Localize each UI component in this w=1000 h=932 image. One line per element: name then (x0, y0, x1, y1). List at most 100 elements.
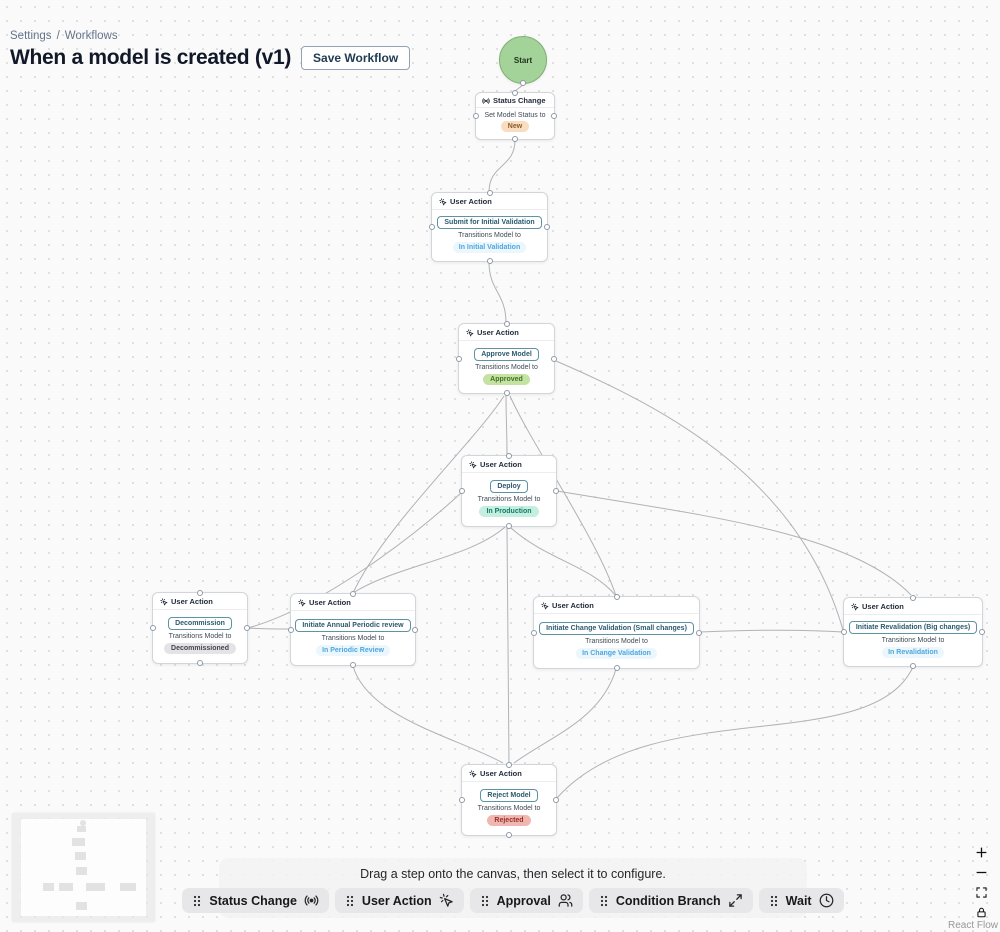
node-handle-left[interactable] (150, 625, 156, 631)
clock-icon (819, 893, 833, 908)
pointer-click-icon (439, 893, 453, 907)
node-handle-bottom[interactable] (506, 523, 512, 529)
save-workflow-button[interactable]: Save Workflow (301, 46, 411, 70)
palette-chip-label: Approval (496, 893, 551, 908)
minimap-node (86, 883, 105, 891)
node-handle-bottom[interactable] (503, 390, 510, 396)
zoom-out-button[interactable] (970, 863, 992, 882)
node-handle-top[interactable] (197, 590, 203, 596)
node-handle-right[interactable] (412, 626, 418, 633)
node-handle-bottom[interactable] (613, 665, 620, 671)
node-decommission[interactable]: User Action Decommission Transitions Mod… (150, 590, 250, 666)
breadcrumb-settings[interactable]: Settings (10, 30, 52, 42)
breadcrumb-workflows[interactable]: Workflows (64, 30, 118, 42)
node-description: Transitions Model to (475, 363, 538, 371)
node-handle-top[interactable] (910, 595, 916, 601)
node-handle-right[interactable] (979, 629, 985, 635)
node-periodic-review[interactable]: User Action Initiate Annual Periodic rev… (288, 591, 418, 668)
node-handle-right[interactable] (544, 224, 550, 230)
breadcrumb: Settings / Workflows (10, 30, 410, 42)
minimap-node (59, 883, 73, 891)
action-button[interactable]: Initiate Annual Periodic review (295, 618, 411, 632)
palette-chip-wait[interactable]: Wait (758, 888, 844, 913)
start-node-handle-bottom[interactable] (520, 80, 526, 86)
node-handle-left[interactable] (459, 488, 465, 494)
node-handle-right[interactable] (244, 625, 250, 631)
node-deploy[interactable]: User Action Deploy Transitions Model to … (459, 453, 559, 529)
node-handle-bottom[interactable] (512, 136, 518, 142)
node-handle-bottom[interactable] (197, 660, 203, 666)
pointer-click-icon (469, 769, 477, 777)
action-button[interactable]: Decommission (168, 617, 232, 630)
node-reject-model[interactable]: User Action Reject Model Transitions Mod… (459, 762, 559, 838)
edge-periodic-reject (352, 665, 504, 764)
node-handle-top[interactable] (503, 321, 510, 327)
palette-chip-status-change[interactable]: Status Change (182, 888, 329, 913)
edge-decommission-deploy (247, 492, 462, 629)
node-status-change[interactable]: Status Change Set Model Status to New (473, 90, 557, 142)
node-handle-top[interactable] (486, 190, 493, 196)
action-button[interactable]: Initiate Revalidation (Big changes) (848, 621, 978, 634)
node-handle-top[interactable] (512, 90, 518, 96)
action-button[interactable]: Submit for Initial Validation (437, 216, 542, 229)
pointer-click-icon (851, 602, 859, 610)
action-button[interactable]: Reject Model (480, 789, 538, 802)
node-change-validation[interactable]: User Action Initiate Change Validation (… (531, 594, 702, 671)
node-handle-top[interactable] (506, 762, 512, 768)
minimap-node (120, 883, 136, 891)
edge-changeval-reval (699, 629, 844, 633)
node-handle-left[interactable] (473, 113, 479, 119)
zoom-in-button[interactable] (970, 843, 992, 862)
minus-icon (976, 871, 986, 874)
node-handle-top[interactable] (506, 453, 512, 459)
action-button[interactable]: Deploy (490, 480, 528, 493)
node-handle-left[interactable] (531, 629, 537, 636)
node-type-label: User Action (171, 597, 213, 606)
node-handle-bottom[interactable] (506, 832, 512, 838)
minimap-node (80, 820, 86, 826)
node-revalidation[interactable]: User Action Initiate Revalidation (Big c… (841, 595, 985, 669)
node-submit-initial-validation[interactable]: User Action Submit for Initial Validatio… (429, 190, 550, 264)
lock-button[interactable] (970, 903, 992, 922)
node-description: Transitions Model to (321, 634, 385, 642)
action-button[interactable]: Initiate Change Validation (Small change… (539, 621, 694, 635)
edge-approve-deploy (505, 393, 508, 456)
node-approve-model[interactable]: User Action Approve Model Transitions Mo… (456, 321, 557, 396)
palette-chip-approval[interactable]: Approval (469, 888, 583, 913)
fit-view-button[interactable] (970, 883, 992, 902)
node-handle-left[interactable] (429, 224, 435, 230)
node-handle-top[interactable] (350, 591, 356, 597)
node-handle-left[interactable] (288, 626, 294, 633)
palette-chip-user-action[interactable]: User Action (334, 888, 464, 913)
react-flow-attribution[interactable]: React Flow (947, 920, 998, 931)
palette-chip-label: Status Change (209, 893, 297, 908)
node-handle-right[interactable] (551, 355, 557, 362)
minimap-node (76, 902, 87, 910)
target-status: In Initial Validation (452, 242, 527, 253)
pointer-click-icon (466, 328, 474, 336)
node-handle-top[interactable] (613, 594, 620, 600)
node-handle-left[interactable] (841, 629, 847, 635)
node-handle-right[interactable] (553, 488, 559, 494)
palette-chip-condition-branch[interactable]: Condition Branch (588, 888, 753, 913)
node-handle-bottom[interactable] (910, 663, 916, 669)
plus-icon (976, 847, 986, 858)
pointer-click-icon (160, 597, 168, 605)
page-header: Settings / Workflows When a model is cre… (10, 30, 411, 70)
node-description: Transitions Model to (585, 637, 648, 645)
node-handle-right[interactable] (551, 113, 557, 119)
expand-arrows-icon (728, 894, 742, 907)
status-badge: New (500, 121, 530, 132)
minimap[interactable] (12, 813, 155, 922)
start-node-label: Start (513, 55, 533, 65)
node-handle-right[interactable] (696, 629, 702, 636)
node-handle-left[interactable] (456, 355, 462, 362)
node-handle-left[interactable] (459, 797, 465, 803)
start-node[interactable]: Start (499, 36, 547, 86)
action-button[interactable]: Approve Model (474, 347, 539, 361)
node-handle-right[interactable] (553, 797, 559, 803)
node-handle-bottom[interactable] (350, 662, 356, 668)
node-handle-bottom[interactable] (486, 258, 493, 264)
users-icon (558, 894, 573, 907)
